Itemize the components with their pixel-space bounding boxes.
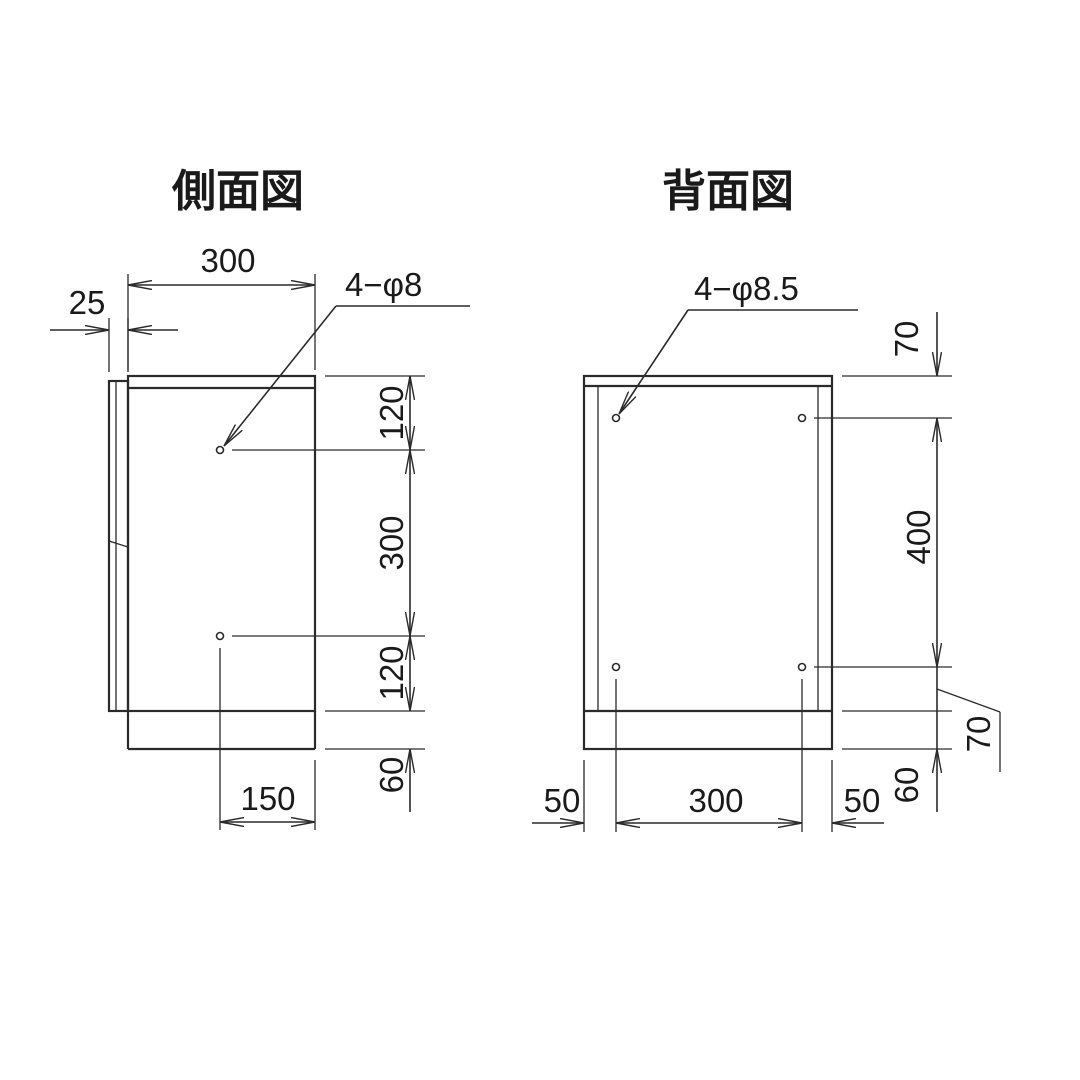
back-top-offset-label: 70 xyxy=(888,321,925,358)
back-dim-horizontal-chain: 50 300 50 xyxy=(532,679,884,832)
back-left-margin-label: 50 xyxy=(544,782,581,819)
back-base-height-label: 60 xyxy=(888,767,925,804)
side-view-cabinet-outline xyxy=(107,374,317,751)
side-bottom-offset-label: 120 xyxy=(373,645,410,700)
side-front-panel-label: 25 xyxy=(69,284,106,321)
side-hole-depth-label: 150 xyxy=(240,780,295,817)
side-dim-hole-depth: 150 xyxy=(219,648,316,830)
side-depth-label: 300 xyxy=(200,242,255,279)
back-view-cabinet-outline xyxy=(582,374,834,751)
side-hole-lower xyxy=(215,631,225,641)
back-hole-top-right xyxy=(797,413,807,423)
side-dim-front-panel: 25 xyxy=(50,284,178,372)
back-hole-spacing-horizontal-label: 300 xyxy=(688,782,743,819)
back-hole-note: 4−φ8.5 xyxy=(618,270,858,414)
side-hole-note: 4−φ8 xyxy=(223,266,470,446)
back-hole-note-label: 4−φ8.5 xyxy=(694,270,799,307)
side-hole-spacing-label: 300 xyxy=(373,515,410,570)
back-dim-vertical-chain: 70 400 70 60 xyxy=(814,312,1001,812)
back-view: 背面図 4−φ8.5 xyxy=(532,166,1001,832)
back-hole-bottom-right xyxy=(797,662,807,672)
back-view-title: 背面図 xyxy=(662,166,794,217)
back-hole-top-left xyxy=(611,413,621,423)
side-hole-upper xyxy=(215,445,225,455)
side-hole-note-label: 4−φ8 xyxy=(345,266,422,303)
side-top-offset-label: 120 xyxy=(373,385,410,440)
back-hole-bottom-left xyxy=(611,662,621,672)
side-view-title: 側面図 xyxy=(171,166,304,217)
side-dim-depth: 300 xyxy=(127,242,316,370)
back-hole-spacing-vertical-label: 400 xyxy=(900,509,937,564)
back-right-margin-label: 50 xyxy=(844,782,881,819)
side-view: 側面図 300 25 4 xyxy=(50,166,470,830)
back-bottom-offset-label: 70 xyxy=(960,716,997,753)
side-base-height-label: 60 xyxy=(373,757,410,794)
side-dim-vertical-chain: 120 300 120 60 xyxy=(232,375,425,812)
